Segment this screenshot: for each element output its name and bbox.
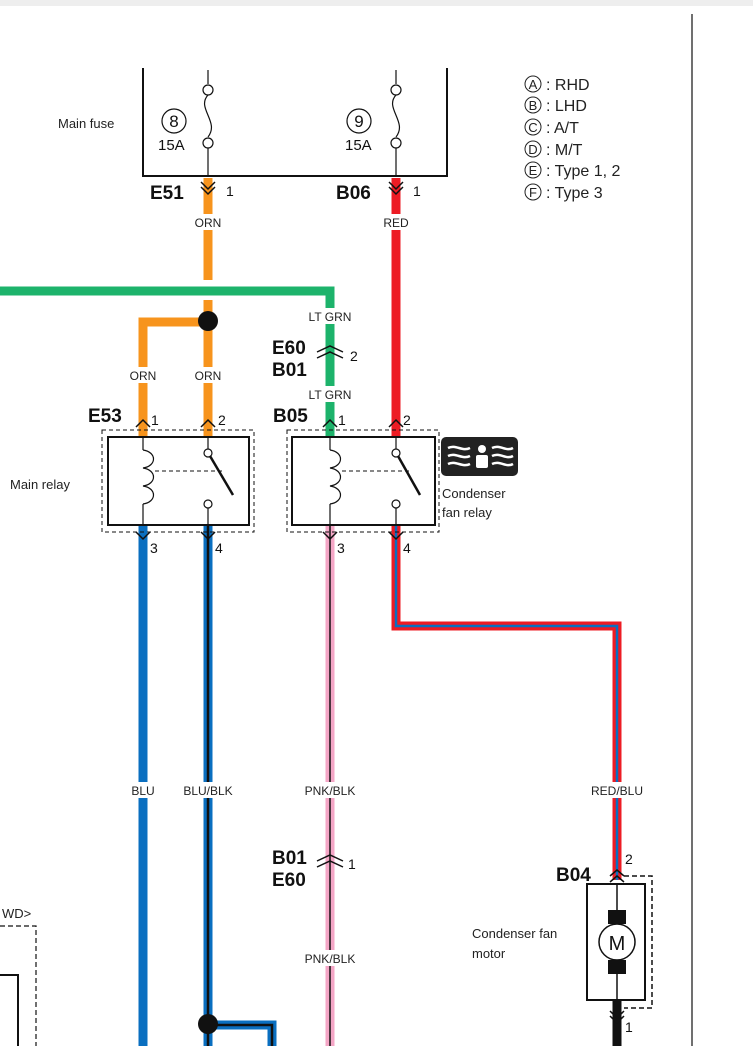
motor-symbol: M <box>609 933 626 955</box>
svg-text:A: A <box>529 77 538 92</box>
condenser-fan-motor-label-2: motor <box>472 946 506 961</box>
connector-b06: B06 <box>336 183 371 204</box>
condenser-fan-relay <box>286 429 440 533</box>
connector-e60-bottom: E60 <box>272 870 306 891</box>
svg-text:: Type 1, 2: : Type 1, 2 <box>546 163 621 180</box>
svg-text:15A: 15A <box>345 137 372 154</box>
connector-e53: E53 <box>88 406 122 427</box>
condenser-fan-motor-label-1: Condenser fan <box>472 926 557 941</box>
wire-label-red-top: RED <box>383 216 409 230</box>
fuse-8: 8 15A <box>158 70 214 176</box>
connector-e60-top: E60 <box>272 338 306 359</box>
legend: A : RHD B : LHD C : A/T D : M/T E : Type… <box>524 75 621 202</box>
wire-label-orn-left: ORN <box>130 369 157 383</box>
svg-text:: A/T: : A/T <box>546 120 579 137</box>
fuse-9: 9 15A <box>345 70 402 176</box>
wire-label-orn-top: ORN <box>195 216 222 230</box>
wire-label-blu: BLU <box>131 784 154 798</box>
connector-b04: B04 <box>556 865 591 886</box>
connector-chevrons <box>135 181 625 1025</box>
pin-b05-2: 2 <box>403 412 411 428</box>
svg-text:9: 9 <box>354 112 363 131</box>
condenser-fan-relay-label-2: fan relay <box>442 505 492 520</box>
main-relay-label: Main relay <box>10 477 70 492</box>
top-strip <box>0 0 753 6</box>
connector-b05: B05 <box>273 406 308 427</box>
wire-label-lt-grn-1: LT GRN <box>309 310 352 324</box>
svg-text:: M/T: : M/T <box>546 142 583 159</box>
splice-dot-orn <box>198 311 218 331</box>
pin-e53-3: 3 <box>150 540 158 556</box>
connector-b01-bottom: B01 <box>272 848 307 869</box>
pin-b05-3: 3 <box>337 540 345 556</box>
pin-e60-top: 2 <box>350 348 358 364</box>
svg-text:: Type 3: : Type 3 <box>546 185 603 202</box>
blu-blk-branch <box>208 1020 277 1046</box>
connector-e51: E51 <box>150 183 184 204</box>
cut-off-label: WD> <box>2 906 31 921</box>
svg-text:B: B <box>529 98 538 113</box>
connector-b01-top: B01 <box>272 360 307 381</box>
svg-text:D: D <box>528 142 537 157</box>
pin-b05-1: 1 <box>338 412 346 428</box>
svg-text:: RHD: : RHD <box>546 77 590 94</box>
wire-label-blu-blk: BLU/BLK <box>183 784 232 798</box>
pin-e53-2: 2 <box>218 412 226 428</box>
pin-e51: 1 <box>226 183 234 199</box>
svg-text:15A: 15A <box>158 137 185 154</box>
legend-item-c: C : A/T <box>524 118 579 137</box>
svg-text:F: F <box>529 185 537 200</box>
wire-label-lt-grn-2: LT GRN <box>309 388 352 402</box>
pin-b04-1: 1 <box>625 1019 633 1035</box>
pin-e53-1: 1 <box>151 412 159 428</box>
red-blu-wire <box>391 526 622 880</box>
svg-text:: LHD: : LHD <box>546 98 587 115</box>
pin-b01-bottom: 1 <box>348 856 356 872</box>
condenser-fan-motor: M <box>586 875 653 1009</box>
condenser-fan-icon <box>441 437 518 476</box>
orn-wire-left <box>138 317 208 436</box>
main-fuse-box: Main fuse 8 15A 9 15A <box>58 68 448 177</box>
svg-text:C: C <box>528 120 537 135</box>
wire-label-pnk-blk-2: PNK/BLK <box>305 952 356 966</box>
cut-off-component: WD> <box>0 905 37 1046</box>
legend-item-f: F : Type 3 <box>524 183 603 202</box>
wire-label-orn-right: ORN <box>195 369 222 383</box>
main-fuse-label: Main fuse <box>58 116 114 131</box>
splice-dot-blu-blk <box>198 1014 218 1034</box>
legend-item-d: D : M/T <box>524 140 583 159</box>
pin-e53-4: 4 <box>215 540 223 556</box>
main-relay <box>101 429 255 533</box>
pin-b04-2: 2 <box>625 851 633 867</box>
svg-text:8: 8 <box>169 112 178 131</box>
condenser-fan-relay-label-1: Condenser <box>442 486 506 501</box>
pin-b06: 1 <box>413 183 421 199</box>
legend-item-a: A : RHD <box>524 75 590 94</box>
legend-item-e: E : Type 1, 2 <box>524 161 621 180</box>
legend-item-b: B : LHD <box>524 96 587 115</box>
pin-b05-4: 4 <box>403 540 411 556</box>
wire-label-pnk-blk-1: PNK/BLK <box>305 784 356 798</box>
svg-text:E: E <box>529 163 538 178</box>
wire-label-red-blu: RED/BLU <box>591 784 643 798</box>
